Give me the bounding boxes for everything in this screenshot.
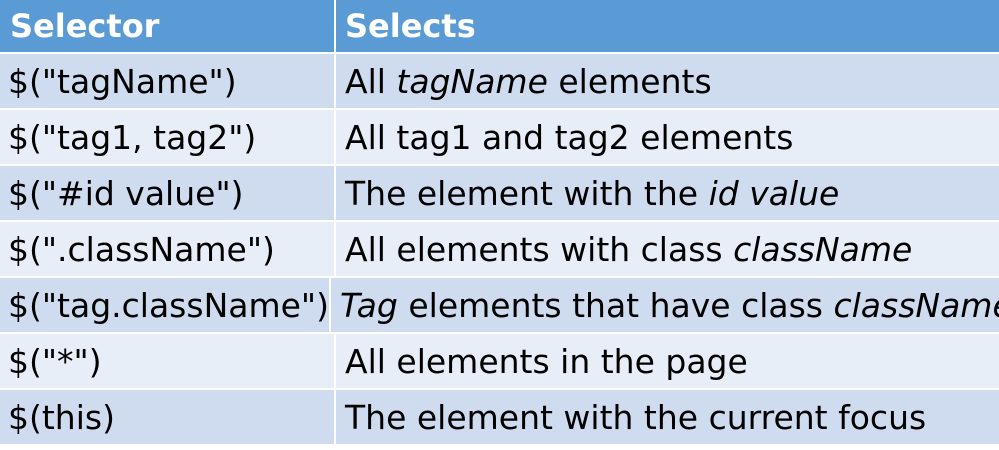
selects-cell: Tag elements that have class className	[331, 278, 999, 332]
table-row: $("*")All elements in the page	[0, 334, 999, 390]
text-segment: All tag1 and tag2 elements	[345, 117, 794, 157]
selects-cell: All tag1 and tag2 elements	[336, 110, 999, 164]
selector-cell: $("#id value")	[0, 166, 336, 220]
table-row: $("tag1, tag2")All tag1 and tag2 element…	[0, 110, 999, 166]
table-body: $("tagName")All tagName elements$("tag1,…	[0, 54, 999, 446]
text-segment: elements	[547, 61, 712, 101]
table-row: $("tagName")All tagName elements	[0, 54, 999, 110]
text-segment: All elements with class	[345, 229, 734, 269]
table-row: $("tag.className")Tag elements that have…	[0, 278, 999, 334]
selector-cell: $("tag.className")	[0, 278, 331, 332]
selector-cell: $(".className")	[0, 222, 336, 276]
text-segment: The element with the current focus	[345, 397, 927, 437]
selects-cell: All elements with class className	[336, 222, 999, 276]
italic-text: id value	[708, 173, 840, 213]
italic-text: tagName	[396, 61, 548, 101]
selects-cell: The element with the current focus	[336, 390, 999, 444]
text-segment: All	[345, 61, 397, 101]
selects-cell: The element with the id value	[336, 166, 999, 220]
selects-cell: All tagName elements	[336, 54, 999, 108]
text-segment: elements that have class	[397, 285, 834, 325]
italic-text: Tag	[339, 285, 398, 325]
selector-cell: $("tag1, tag2")	[0, 110, 336, 164]
selector-cell: $(this)	[0, 390, 336, 444]
header-selector: Selector	[0, 0, 336, 52]
table-row: $(".className")All elements with class c…	[0, 222, 999, 278]
italic-text: className	[733, 229, 913, 269]
table-row: $("#id value")The element with the id va…	[0, 166, 999, 222]
selects-cell: All elements in the page	[336, 334, 999, 388]
text-segment: The element with the	[345, 173, 709, 213]
italic-text: className	[833, 285, 999, 325]
text-segment: All elements in the page	[345, 341, 748, 381]
selector-cell: $("tagName")	[0, 54, 336, 108]
selector-cell: $("*")	[0, 334, 336, 388]
table-header-row: Selector Selects	[0, 0, 999, 54]
header-selects: Selects	[345, 7, 476, 45]
table-row: $(this)The element with the current focu…	[0, 390, 999, 446]
